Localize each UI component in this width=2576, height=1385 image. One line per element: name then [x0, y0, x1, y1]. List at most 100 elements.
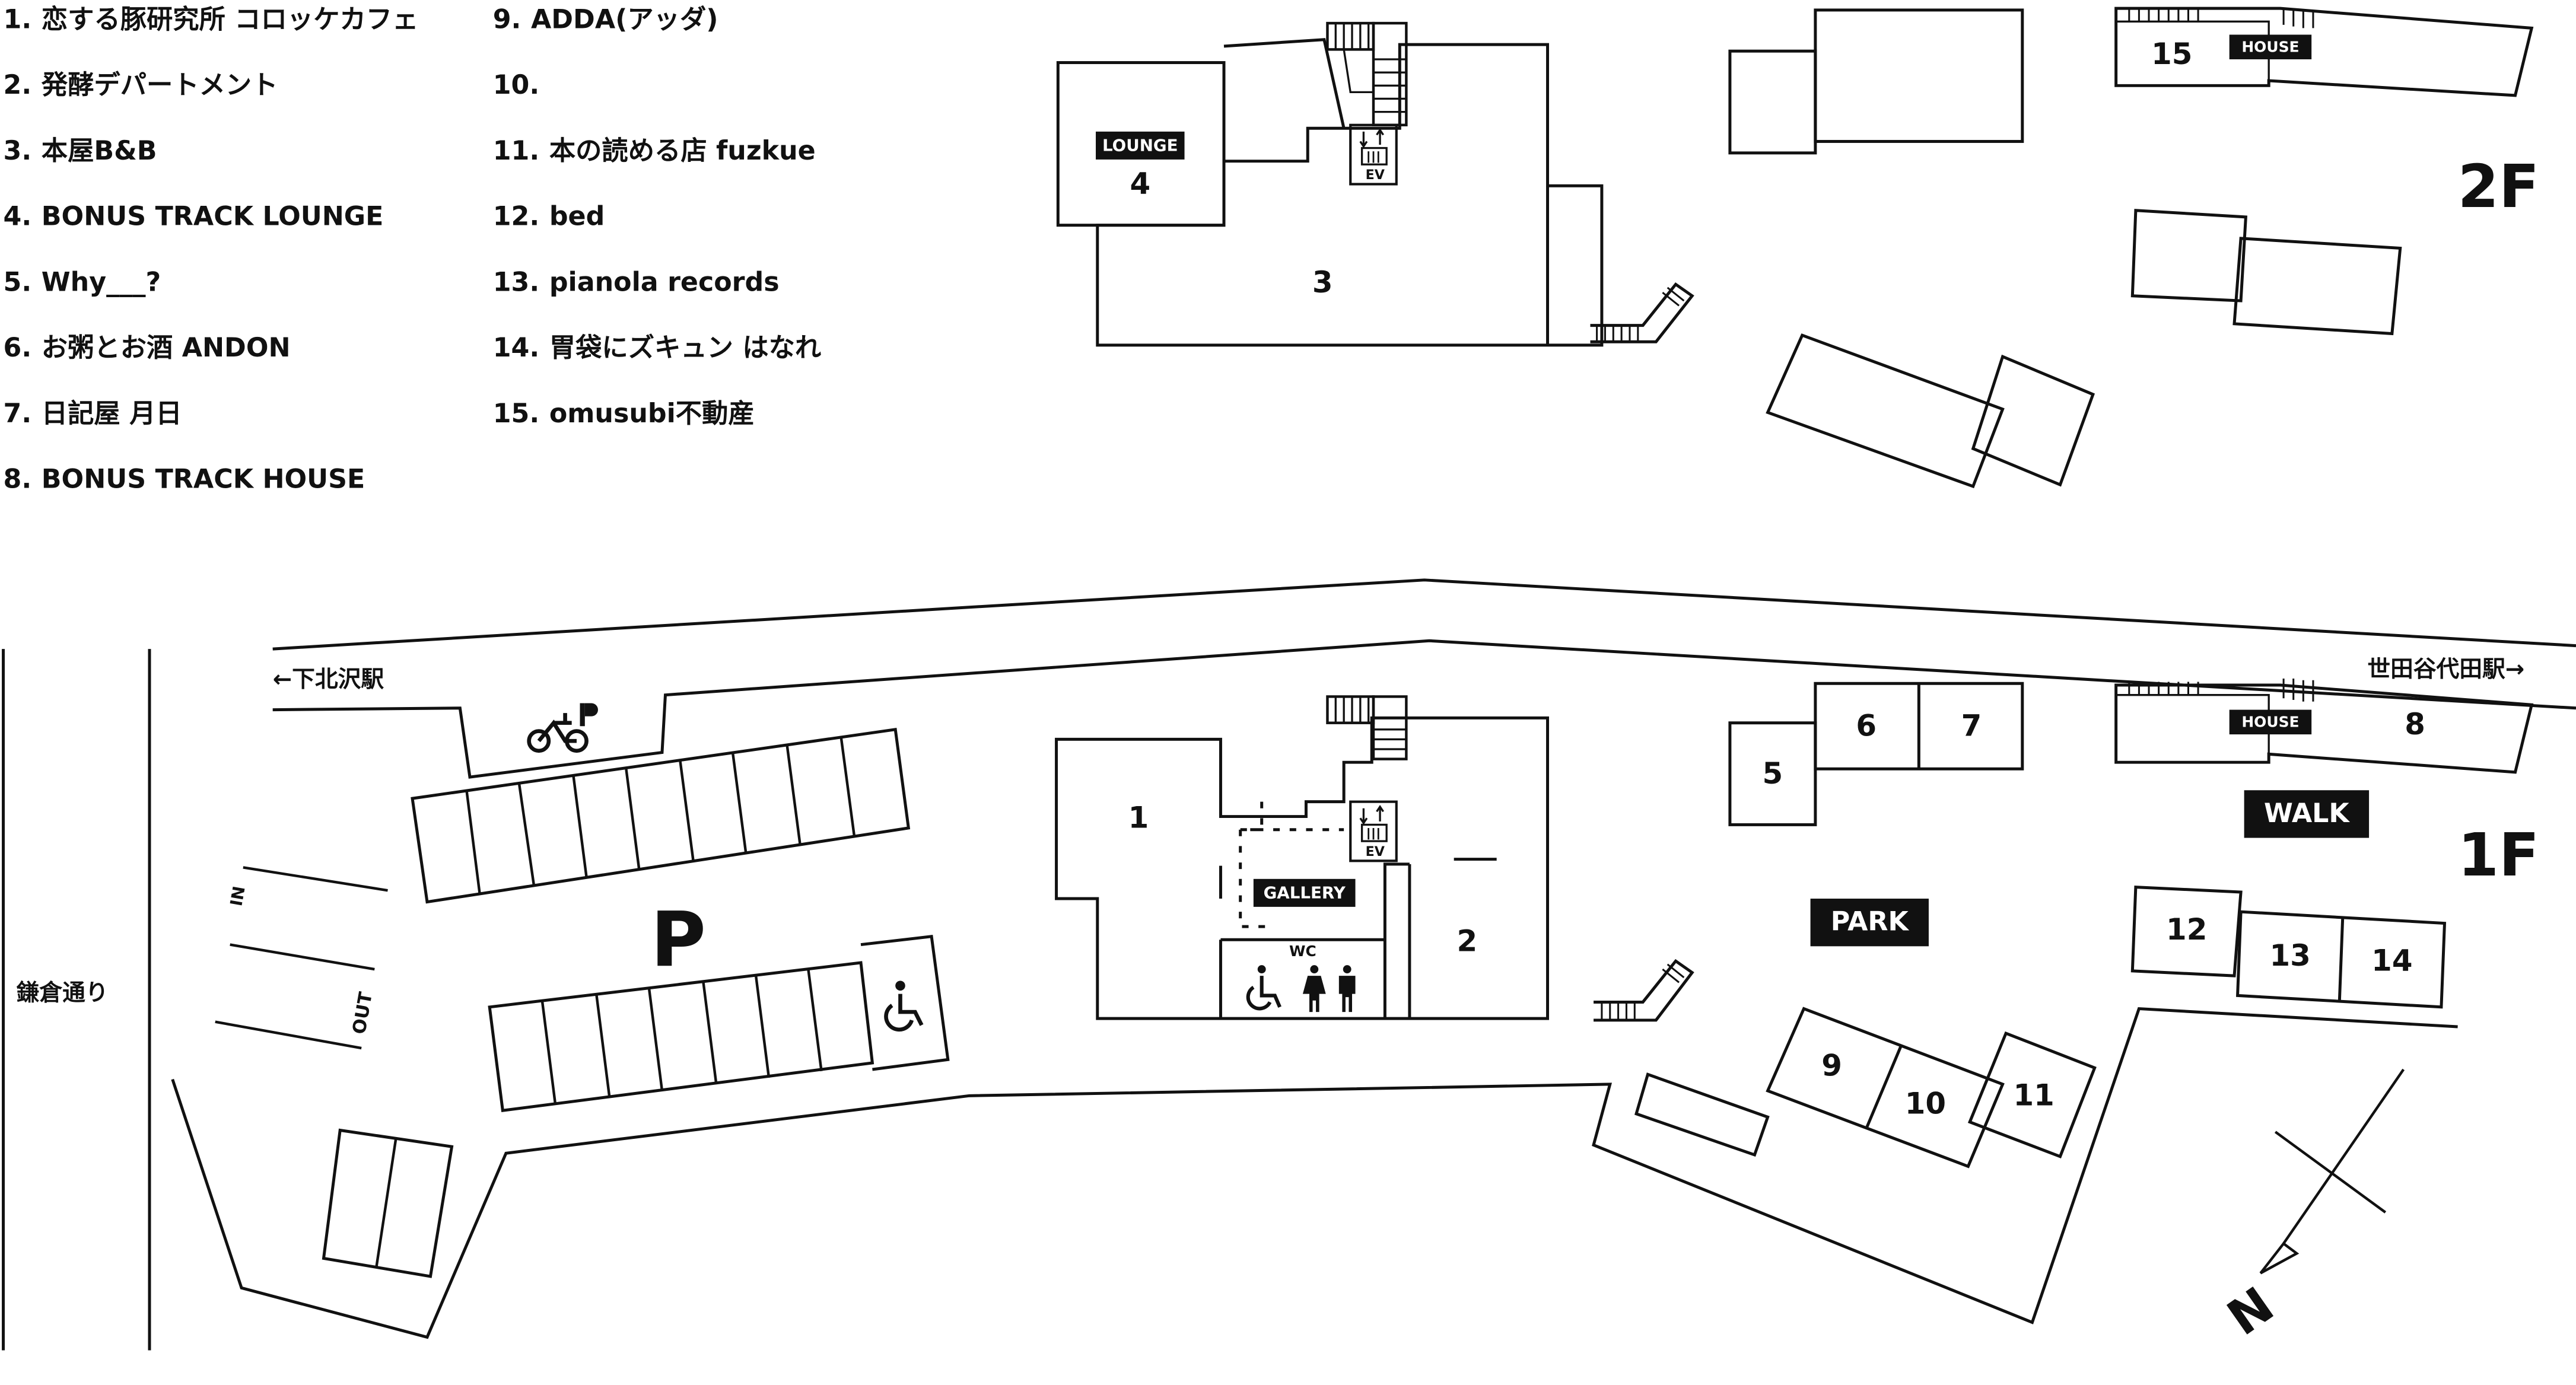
- unit-11: [1967, 1031, 2097, 1158]
- units-9-10-divider: [1865, 1046, 1903, 1129]
- legend-item-6: 6.お粥とお酒 ANDON: [4, 333, 291, 363]
- unit-13-label: 13: [2269, 938, 2310, 973]
- unit-10-label: 10: [1905, 1086, 1946, 1120]
- legend-item-15: 15.omusubi不動産: [493, 399, 755, 429]
- stairs-icon: [1326, 21, 1408, 126]
- path-top-edge: [272, 578, 2576, 651]
- unit-6-label: 6: [1856, 709, 1877, 743]
- legend-item-3: 3.本屋B&B: [4, 136, 157, 166]
- building-2f-b: [1728, 49, 1817, 155]
- shimokitazawa-label: ←下北沢駅: [273, 666, 384, 693]
- legend-item-1: 1.恋する豚研究所 コロッケカフェ: [4, 4, 419, 34]
- legend-item-10: 10.: [493, 70, 539, 100]
- parking-symbol: P: [651, 897, 706, 985]
- accessible-route: [1239, 801, 1344, 928]
- unit-1-label: 1: [1128, 801, 1149, 835]
- entrance-lanes: [215, 866, 388, 1050]
- legend-item-5: 5.Why___?: [4, 267, 161, 297]
- ev-upper-label: EV: [1366, 167, 1385, 183]
- building-2f-15: [2114, 7, 2534, 97]
- stairs-icon: [1594, 959, 1694, 1022]
- house-1f-tag-label: HOUSE: [2241, 714, 2299, 731]
- stairs-icon: [2128, 678, 2314, 702]
- floor-2f: LOUNGE 4 3 EV HOUSE: [1056, 7, 2539, 489]
- gallery-tag: [1253, 878, 1356, 907]
- parking-in-label: IN: [226, 884, 249, 908]
- house-2f-tag: [2229, 34, 2312, 59]
- legend-item-2: 2.発酵デパートメント: [4, 70, 278, 100]
- unit-8-house: [2114, 683, 2534, 774]
- building-2f-f: [1971, 354, 2095, 487]
- building-2f-e: [1766, 333, 2005, 489]
- stairs-icon: [2128, 8, 2314, 28]
- floor-label-1f: 1F: [2458, 820, 2539, 890]
- legend-item-8: 8.BONUS TRACK HOUSE: [4, 464, 365, 495]
- floor-1f: 鎌倉通り ←下北沢駅 世田谷代田駅→ IN OUT P: [2, 578, 2576, 1351]
- unit-15-label: 15: [2151, 37, 2192, 71]
- stairs-icon: [1590, 282, 1694, 343]
- building-2f-d: [2232, 237, 2402, 336]
- path-second-edge: [272, 639, 2576, 779]
- floor-label-2f: 2F: [2458, 152, 2539, 221]
- building-2f-c: [2130, 209, 2248, 303]
- house-2f-tag-label: HOUSE: [2241, 39, 2299, 56]
- legend-item-13: 13.pianola records: [493, 267, 780, 297]
- units-13-14: [2235, 910, 2447, 1009]
- legend-item-9: 9.ADDA(アッダ): [493, 4, 718, 34]
- park-tag: [1810, 899, 1929, 947]
- building-3-outline: [1096, 38, 1604, 347]
- legend-item-14: 14.胃袋にズキュン はなれ: [493, 333, 822, 363]
- building-1-2-walls: [1219, 858, 1497, 1019]
- setagaya-daita-label: 世田谷代田駅→: [2367, 656, 2524, 683]
- parking-out-label: OUT: [349, 991, 377, 1036]
- unit-12-label: 12: [2166, 912, 2207, 947]
- legend-item-12: 12.bed: [493, 202, 605, 232]
- unit-12: [2130, 886, 2243, 978]
- lounge-tag: [1096, 131, 1185, 160]
- unit-5-label: 5: [1763, 756, 1783, 791]
- unit-9-label: 9: [1821, 1049, 1842, 1083]
- compass-icon: N: [2217, 1068, 2405, 1347]
- bench-block: [1634, 1072, 1770, 1157]
- park-tag-label: PARK: [1831, 907, 1910, 937]
- parking-row-bottom: [322, 1128, 454, 1278]
- unit-7-label: 7: [1961, 709, 1982, 743]
- parking-row-upper: [411, 727, 911, 904]
- elevator-icon: EV: [1349, 123, 1398, 186]
- parking-row-lower: [488, 934, 950, 1113]
- legend-item-11: 11.本の読める店 fuzkue: [493, 136, 816, 166]
- legend-item-7: 7.日記屋 月日: [4, 399, 182, 429]
- walk-tag-label: WALK: [2264, 798, 2350, 829]
- compass-north-label: N: [2217, 1276, 2284, 1346]
- house-1f-tag: [2229, 709, 2312, 735]
- legend-item-4: 4.BONUS TRACK LOUNGE: [4, 202, 384, 232]
- path-lower-edge: [171, 1007, 2458, 1339]
- unit-2-label: 2: [1456, 924, 1477, 958]
- elevator-icon: EV: [1349, 800, 1398, 862]
- legend: 1.恋する豚研究所 コロッケカフェ 2.発酵デパートメント 3.本屋B&B 4.…: [4, 4, 822, 494]
- unit-3-label: 3: [1312, 265, 1333, 300]
- lounge-tag-label: LOUNGE: [1102, 136, 1178, 155]
- kamakura-street-label: 鎌倉通り: [17, 980, 109, 1007]
- unit-14-label: 14: [2371, 944, 2412, 978]
- unit-5: [1728, 721, 1817, 826]
- restroom-icon: [1246, 965, 1356, 1013]
- unit-11-label: 11: [2014, 1078, 2055, 1113]
- units-13-14-divider: [2338, 916, 2345, 1002]
- gallery-tag-label: GALLERY: [1264, 883, 1346, 903]
- wheelchair-icon: [884, 980, 924, 1032]
- building-2f-a: [1814, 8, 2024, 143]
- building-1-2-outline: [1055, 716, 1550, 1020]
- walk-tag: [2244, 790, 2370, 838]
- building-2f-15-wall: [2116, 20, 2270, 86]
- unit-8-label: 8: [2405, 707, 2425, 741]
- unit-8-wall: [2116, 693, 2270, 763]
- stairs-icon: [1326, 695, 1408, 760]
- bicycle-parking-icon: [527, 703, 598, 753]
- wc-label: WC: [1289, 943, 1316, 960]
- unit-4-lounge: [1056, 61, 1226, 227]
- units-9-10: [1766, 1007, 2005, 1169]
- unit-4-label: 4: [1130, 167, 1150, 201]
- ev-lower-label: EV: [1366, 844, 1385, 859]
